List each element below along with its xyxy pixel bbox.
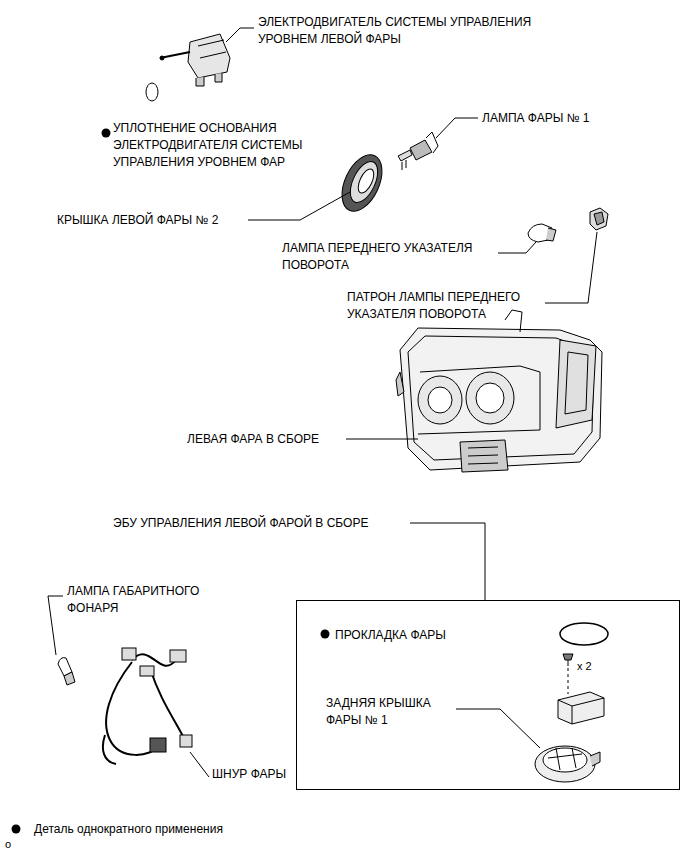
part-label: ЛАМПА ФАРЫ № 1: [482, 110, 590, 127]
legend-text: Деталь однократного применения: [34, 821, 223, 838]
turn-signal-socket: [590, 208, 608, 230]
headlight-cover: [334, 149, 390, 218]
group-box: ПРОКЛАДКА ФАРЫ x 2 ЗАДНЯЯ КРЫШКА ФАРЫ № 1: [296, 600, 680, 790]
part-label: ЛЕВАЯ ФАРА В СБОРЕ: [187, 431, 319, 448]
headlight-harness: [103, 648, 192, 764]
turn-signal-bulb: [528, 224, 556, 242]
quantity-label: x 2: [577, 658, 592, 675]
part-label: ПАТРОН ЛАМПЫ ПЕРЕДНЕГО УКАЗАТЕЛЯ ПОВОРОТ…: [347, 289, 552, 323]
part-label: ЭЛЕКТРОДВИГАТЕЛЬ СИСТЕМЫ УПРАВЛЕНИЯ УРОВ…: [258, 14, 538, 48]
leader-lines: [48, 28, 597, 777]
rear-cover: [535, 746, 600, 782]
gasket: [560, 623, 608, 645]
part-label: ЭБУ УПРАВЛЕНИЯ ЛЕВОЙ ФАРОЙ В СБОРЕ: [113, 515, 368, 532]
headlight-bulb: [398, 132, 438, 170]
part-label: КРЫШКА ЛЕВОЙ ФАРЫ № 2: [57, 212, 218, 229]
single-use-mark: [321, 630, 330, 639]
legend-bullet: [12, 825, 21, 834]
motor-seal: [146, 83, 158, 101]
part-label: ШНУР ФАРЫ: [212, 766, 286, 783]
part-label: ЗАДНЯЯ КРЫШКА ФАРЫ № 1: [326, 695, 456, 729]
part-label: УПЛОТНЕНИЕ ОСНОВАНИЯ ЭЛЕКТРОДВИГАТЕЛЯ СИ…: [113, 120, 303, 171]
screw: [563, 654, 573, 666]
leveling-motor: [160, 34, 230, 86]
corner-mark: o: [5, 836, 11, 853]
part-label: ПРОКЛАДКА ФАРЫ: [335, 627, 446, 644]
part-label: ЛАМПА ПЕРЕДНЕГО УКАЗАТЕЛЯ ПОВОРОТА: [282, 240, 502, 274]
leveling-ecu: [558, 692, 604, 724]
part-label: ЛАМПА ГАБАРИТНОГО ФОНАРЯ: [67, 583, 227, 617]
single-use-mark: [102, 129, 111, 138]
dashed-guide: [568, 668, 569, 694]
headlight-assembly: [396, 310, 602, 472]
position-lamp-bulb: [58, 658, 75, 685]
